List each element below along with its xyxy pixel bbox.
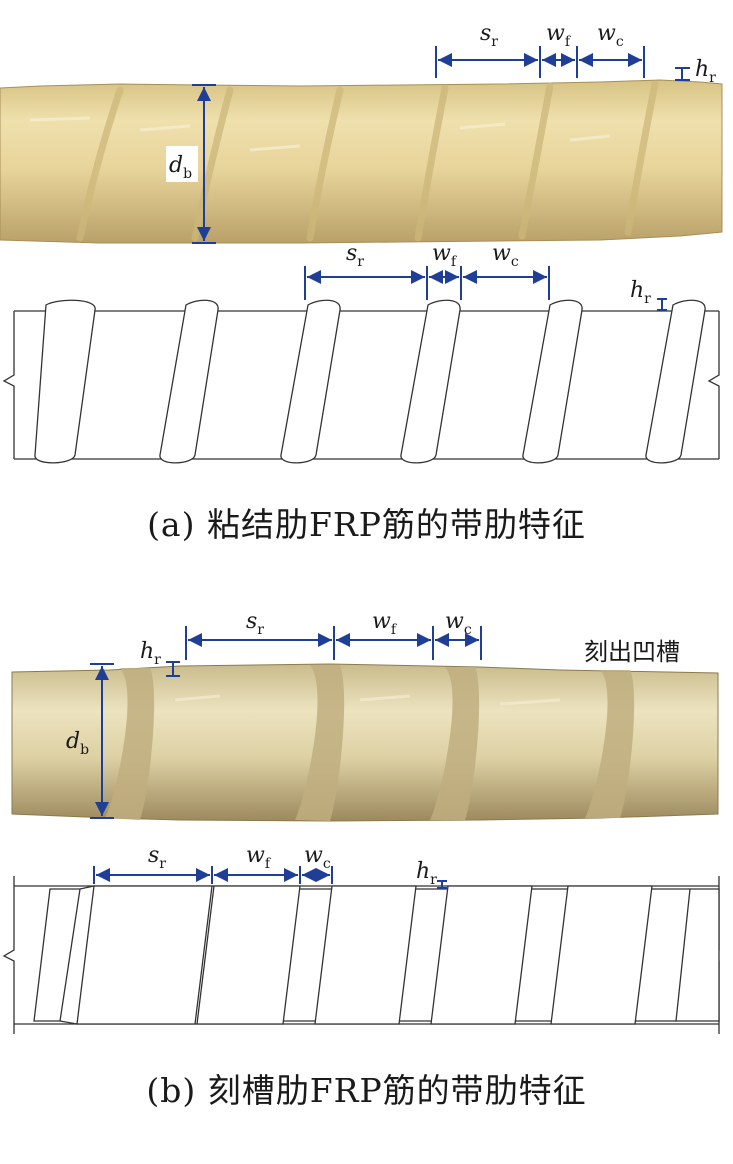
svg-text:wc: wc [492, 241, 519, 270]
photo-a-labels: sr wf wc hr db [169, 21, 716, 182]
photo-a-dimensions [166, 46, 690, 244]
drawing-a [2, 299, 720, 464]
svg-text:hr: hr [140, 639, 161, 668]
svg-text:wf: wf [246, 843, 272, 872]
svg-text:sr: sr [246, 609, 264, 638]
photo-b [11, 663, 719, 822]
svg-text:wc: wc [597, 21, 624, 50]
svg-text:db: db [169, 153, 192, 182]
svg-text:sr: sr [346, 241, 364, 270]
svg-text:wf: wf [372, 609, 398, 638]
drawing-a-dimensions [304, 266, 667, 311]
svg-text:wc: wc [445, 609, 472, 638]
photo-a [0, 79, 723, 244]
svg-text:sr: sr [480, 21, 498, 50]
svg-text:hr: hr [416, 859, 437, 888]
svg-text:db: db [66, 729, 89, 758]
drawing-b [2, 876, 720, 1034]
caption-b: (b) 刻槽肋FRP筋的带肋特征 [146, 1071, 587, 1110]
svg-text:sr: sr [148, 843, 166, 872]
drawing-b-labels: sr wf wc hr [148, 843, 437, 888]
svg-text:wc: wc [304, 843, 331, 872]
caption-a: (a) 粘结肋FRP筋的带肋特征 [147, 505, 586, 544]
svg-text:hr: hr [695, 57, 716, 86]
photo-b-dimensions [90, 626, 482, 819]
svg-text:wf: wf [546, 21, 572, 50]
photo-b-labels: sr wf wc hr db [66, 609, 472, 758]
svg-text:wf: wf [432, 241, 458, 270]
drawing-a-labels: sr wf wc hr [346, 241, 651, 307]
groove-note: 刻出凹槽 [584, 638, 680, 666]
svg-text:hr: hr [630, 278, 651, 307]
drawing-b-dimensions [93, 866, 447, 889]
